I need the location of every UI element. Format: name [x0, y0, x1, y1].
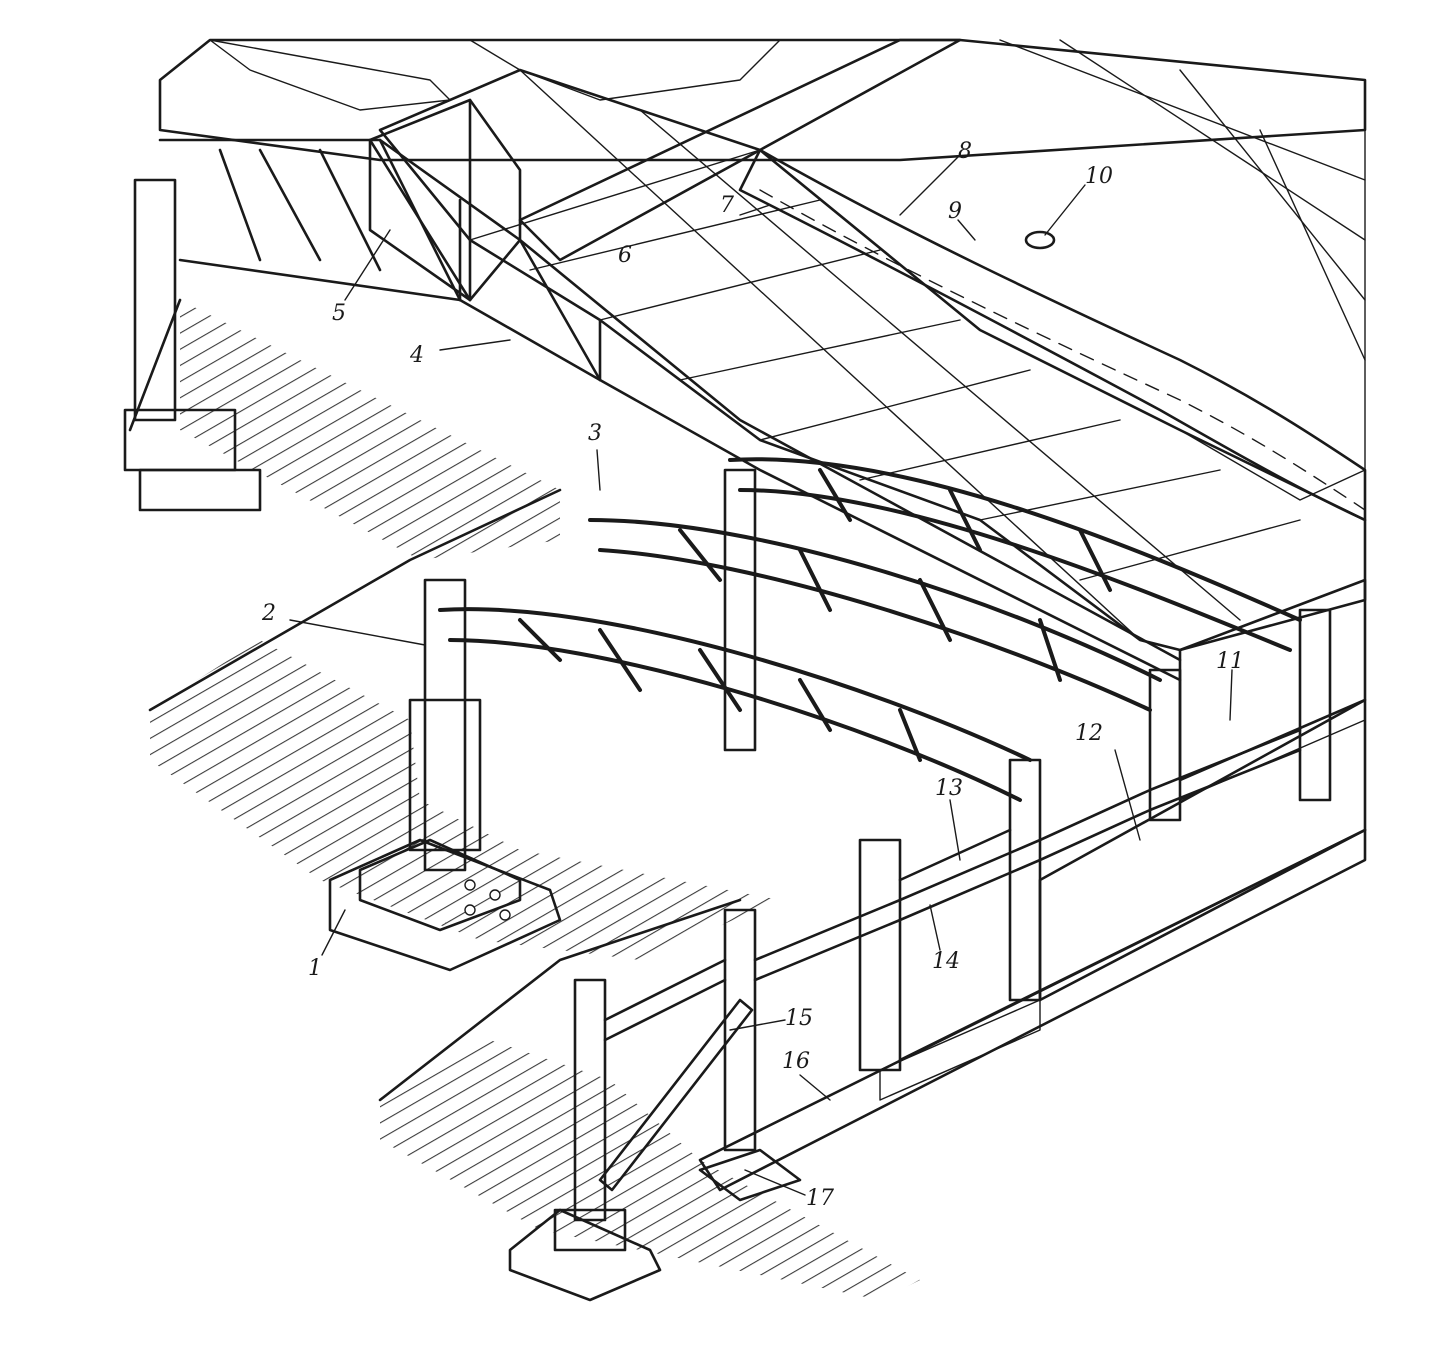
- far-roof-parapet: [738, 39, 1367, 522]
- callout-4: 4: [409, 343, 424, 368]
- foundation-1: [328, 838, 562, 972]
- callout-10: 10: [1085, 164, 1113, 189]
- front-bay-columns: [408, 468, 1332, 1072]
- upper-wall-band: [1178, 578, 1367, 801]
- callout-15: 15: [785, 1006, 813, 1031]
- callout-16: 16: [782, 1049, 810, 1074]
- plinth-strip: [698, 828, 1367, 1202]
- ground-hatching: [150, 300, 920, 1300]
- callout-6: 6: [618, 243, 632, 268]
- front-portal-frame: [508, 908, 757, 1302]
- callout-1: 1: [308, 956, 322, 981]
- callout-14: 14: [932, 949, 960, 974]
- callout-17: 17: [806, 1186, 834, 1211]
- arched-truss-front: [438, 607, 1032, 802]
- arched-truss-rear: [728, 457, 1302, 652]
- callout-11: 11: [1216, 649, 1244, 674]
- arched-truss-middle: [588, 518, 1162, 712]
- callout-8: 8: [958, 139, 972, 164]
- back-left-column: [123, 178, 262, 512]
- skylight-lantern: [368, 98, 522, 302]
- callout-labels: 1 2 3 4 5 6 7 8 9 10 11 12 13 14 15 16 1…: [261, 139, 1244, 1211]
- skylight-ribbed-strip: [518, 38, 962, 262]
- callout-13: 13: [935, 776, 963, 801]
- callout-3: 3: [588, 421, 602, 446]
- crane-runway-beam: [753, 728, 1302, 982]
- callout-5: 5: [332, 301, 346, 326]
- back-roof: [158, 38, 1367, 162]
- callout-7: 7: [720, 193, 734, 218]
- leader-lines: [289, 154, 1233, 1196]
- callout-9: 9: [948, 199, 962, 224]
- main-roof-surface: [378, 68, 1367, 652]
- callout-2: 2: [261, 601, 276, 626]
- callout-12: 12: [1075, 721, 1103, 746]
